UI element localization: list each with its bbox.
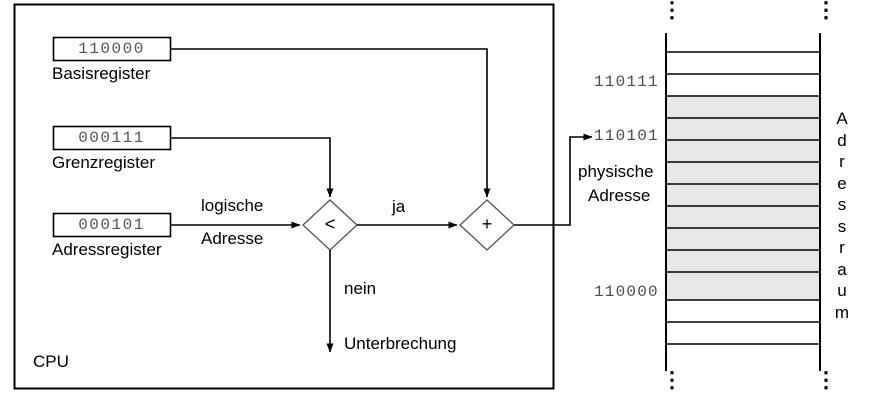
memory-mark-110000: 110000 bbox=[594, 283, 659, 301]
memory-row-lines bbox=[666, 51, 820, 345]
add-node-glyph: + bbox=[481, 214, 493, 234]
edge-grenzregister-to-compare bbox=[170, 137, 334, 198]
memory-ellipsis-bottom-right: ⋮ bbox=[815, 367, 837, 392]
address-space-letter: s bbox=[837, 216, 847, 236]
memory-mark-110101: 110101 bbox=[594, 127, 659, 145]
address-space-letter: e bbox=[837, 173, 847, 193]
no-label: nein bbox=[344, 279, 377, 298]
address-space-letter: d bbox=[837, 130, 847, 150]
edge-add-to-physical-address bbox=[514, 133, 593, 226]
edge-basisregister-to-add bbox=[170, 48, 491, 198]
adressregister-label: Adressregister bbox=[52, 240, 162, 259]
compare-node-glyph: < bbox=[324, 214, 336, 234]
address-space-letter: m bbox=[834, 302, 850, 322]
grenzregister-label: Grenzregister bbox=[52, 153, 155, 172]
address-space-letter: a bbox=[837, 259, 847, 279]
address-space-letter: A bbox=[836, 109, 848, 128]
logical-address-label-line2: Adresse bbox=[201, 229, 264, 248]
adressregister-value: 000101 bbox=[78, 216, 145, 234]
memory-ellipsis-bottom-left: ⋮ bbox=[661, 367, 683, 392]
interrupt-label: Unterbrechung bbox=[344, 334, 457, 353]
basisregister-label: Basisregister bbox=[52, 64, 151, 83]
basisregister-value: 110000 bbox=[78, 40, 145, 58]
address-space-letter: s bbox=[837, 195, 847, 214]
address-space-letter: u bbox=[837, 281, 847, 300]
physical-address-label-line1: physische bbox=[578, 162, 654, 181]
physical-address-label-line2: Adresse bbox=[588, 186, 651, 205]
cpu-label: CPU bbox=[33, 352, 69, 371]
address-space-letter: r bbox=[839, 238, 845, 257]
memory-mark-110111: 110111 bbox=[594, 73, 659, 91]
logical-address-label-line1: logische bbox=[201, 196, 264, 215]
add-node[interactable] bbox=[459, 199, 515, 251]
address-space-letter: r bbox=[839, 152, 845, 171]
memory-shaded-band bbox=[666, 96, 820, 300]
grenzregister-value: 000111 bbox=[78, 129, 145, 147]
memory-ellipsis-top-left: ⋮ bbox=[661, 0, 683, 22]
cpu-box bbox=[13, 3, 555, 390]
yes-label: ja bbox=[392, 197, 406, 216]
memory-ellipsis-top-right: ⋮ bbox=[815, 0, 837, 22]
address-space-label: A d r e s s r a u m bbox=[832, 108, 852, 323]
